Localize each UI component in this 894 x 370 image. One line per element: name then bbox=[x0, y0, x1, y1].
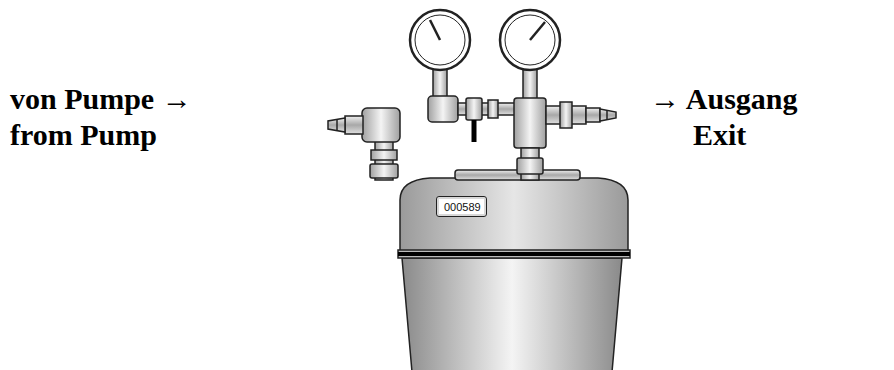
outlet-barb bbox=[586, 108, 600, 122]
gauge-face bbox=[415, 15, 465, 65]
outlet-nut bbox=[517, 158, 543, 174]
counter-digits: 000589 bbox=[444, 201, 486, 213]
gauge-stem bbox=[433, 68, 447, 98]
gauge-face bbox=[505, 15, 555, 65]
inlet-barb bbox=[345, 116, 363, 134]
flow-label: Exit bbox=[693, 118, 746, 151]
valve-handle bbox=[472, 120, 477, 142]
flow-label: → Ausgang bbox=[650, 82, 798, 115]
band-line bbox=[398, 252, 630, 256]
valve-body bbox=[466, 98, 482, 120]
valve-nut bbox=[488, 100, 498, 118]
inlet-nut bbox=[371, 150, 397, 160]
inlet-nut bbox=[370, 164, 398, 178]
vessel-cap bbox=[400, 178, 628, 252]
gauge-needle bbox=[430, 20, 440, 40]
outlet-barb-tip bbox=[600, 109, 616, 121]
gauge-stem bbox=[523, 68, 537, 100]
pressure-gauge bbox=[410, 10, 470, 70]
pressure-gauge bbox=[500, 10, 560, 70]
inlet-barb-tip bbox=[328, 118, 345, 132]
barb-ridge bbox=[606, 110, 608, 120]
flow-label: from Pump bbox=[10, 118, 157, 151]
gauge-elbow bbox=[428, 96, 458, 122]
cross-fitting bbox=[514, 98, 546, 148]
vessel-band bbox=[398, 250, 630, 258]
flow-label: von Pumpe → bbox=[10, 82, 192, 115]
barb-ridge bbox=[336, 119, 338, 131]
vessel-body bbox=[402, 258, 622, 370]
gauge-needle bbox=[530, 22, 545, 40]
outlet-nut bbox=[560, 102, 572, 128]
counter-display: 000589 bbox=[436, 196, 487, 217]
inlet-elbow bbox=[362, 108, 400, 142]
